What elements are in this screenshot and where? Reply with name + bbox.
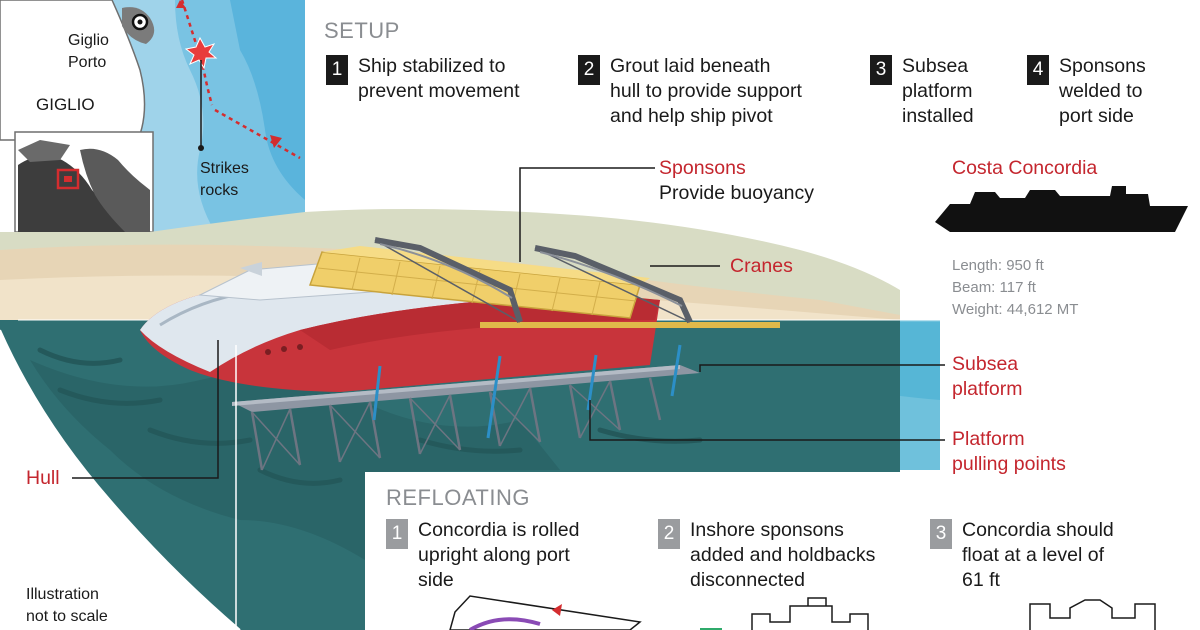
cranes-label: Cranes <box>730 255 793 277</box>
refloat-step-1: 1 Concordia is rolled upright along port… <box>386 518 580 593</box>
sponsons-description: Provide buoyancy <box>659 182 815 204</box>
step-number: 1 <box>386 519 408 549</box>
refloat-step-3: 3 Concordia should float at a level of 6… <box>930 518 1114 593</box>
step-number: 2 <box>578 55 600 85</box>
setup-step-2: 2 Grout laid beneath hull to provide sup… <box>578 54 802 129</box>
ship-beam: Beam: 117 ft <box>952 279 1036 296</box>
step-number: 3 <box>930 519 952 549</box>
map-strike-label: Strikes rocks <box>200 160 249 199</box>
step-text: Inshore sponsons added and holdbacks dis… <box>690 519 876 591</box>
refloat-diagrams <box>449 595 1156 630</box>
setup-step-4: 4 Sponsons welded to port side <box>1027 54 1146 129</box>
hull-label: Hull <box>26 467 60 489</box>
pulling-points-label: Platform pulling points <box>952 428 1066 475</box>
step-text: Concordia is rolled upright along port s… <box>418 519 580 591</box>
cranes <box>374 237 693 324</box>
step-number: 2 <box>658 519 680 549</box>
leader-lines <box>72 167 945 479</box>
refloating-panel <box>365 472 1200 630</box>
step-number: 3 <box>870 55 892 85</box>
setup-step-1: 1 Ship stabilized to prevent movement <box>326 54 520 104</box>
ship-weight: Weight: 44,612 MT <box>952 301 1079 318</box>
map-town-label: Giglio Porto <box>68 32 109 71</box>
location-box-icon <box>56 168 80 190</box>
subsea-platform <box>232 365 700 471</box>
setup-title: SETUP <box>324 18 400 43</box>
step-number: 1 <box>326 55 348 85</box>
sponsons-label: Sponsons <box>659 157 746 179</box>
step-text: Subsea platform installed <box>902 55 974 127</box>
map-island-label: GIGLIO <box>36 95 95 114</box>
ship-length: Length: 950 ft <box>952 257 1044 274</box>
refloat-step-2: 2 Inshore sponsons added and holdbacks d… <box>658 518 875 593</box>
ship-name: Costa Concordia <box>952 157 1098 179</box>
scale-note: Illustration not to scale <box>26 586 108 625</box>
step-text: Concordia should float at a level of 61 … <box>962 519 1114 591</box>
refloating-title: REFLOATING <box>386 485 530 510</box>
step-number: 4 <box>1027 55 1049 85</box>
map-panel <box>0 0 305 233</box>
step-text: Grout laid beneath hull to provide suppo… <box>610 55 802 127</box>
subsea-platform-label: Subsea platform <box>952 353 1023 400</box>
costa-concordia-silhouette <box>935 186 1188 232</box>
setup-step-3: 3 Subsea platform installed <box>870 54 974 129</box>
route-arrow-icon <box>270 135 282 148</box>
impact-burst-icon <box>184 36 218 70</box>
step-text: Sponsons welded to port side <box>1059 55 1146 127</box>
step-text: Ship stabilized to prevent movement <box>358 55 520 102</box>
